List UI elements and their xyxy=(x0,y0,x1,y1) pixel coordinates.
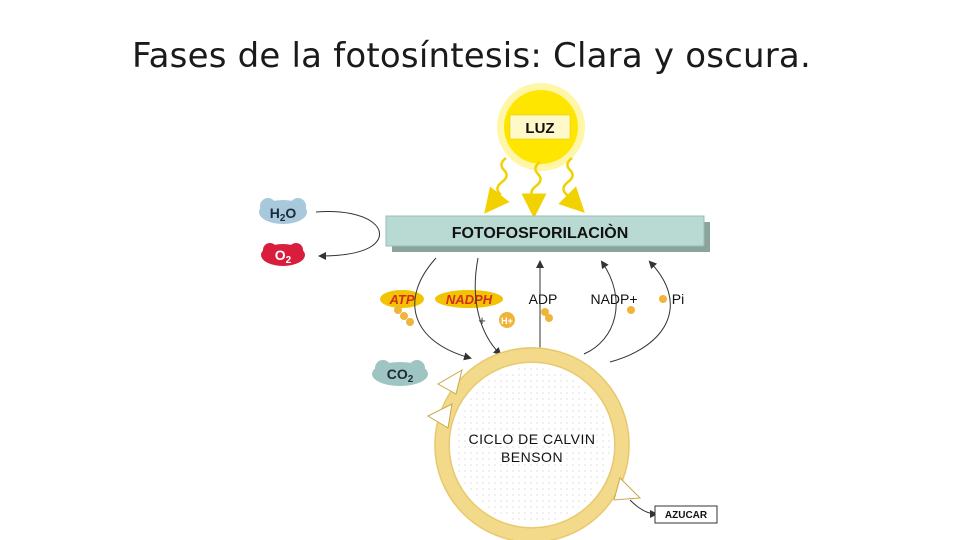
co2-label: CO2 xyxy=(387,366,414,385)
pi-to-box-arrow xyxy=(609,260,671,363)
light-ray-center xyxy=(521,161,547,219)
nadp-to-box-arrow xyxy=(583,260,617,355)
ring-arrowhead-bottom xyxy=(613,477,642,501)
phosphate-dots xyxy=(394,306,635,326)
pi-label: Pi xyxy=(672,291,684,307)
slide-title: Fases de la fotosíntesis: Clara y oscura… xyxy=(132,36,811,76)
light-phase-box: FOTOFOSFORILACIÒN xyxy=(385,215,710,252)
light-ray-right xyxy=(558,157,585,213)
h-plus-molecule: H+ xyxy=(499,312,515,328)
h2o-label: H2O xyxy=(270,205,297,224)
plus-sign: + xyxy=(478,313,486,328)
flow-arrows xyxy=(414,257,671,363)
sugar-box: AZUCAR xyxy=(654,505,718,524)
light-rays xyxy=(484,157,585,219)
co2-molecule: CO2 xyxy=(372,360,428,386)
cycle-label-line2: BENSON xyxy=(501,449,563,465)
water-to-oxygen-arrow xyxy=(315,211,381,260)
calvin-cycle-ring xyxy=(434,347,630,540)
o2-molecule: O2 xyxy=(261,243,305,266)
atp-badge: ATP xyxy=(380,290,424,308)
calvin-cycle-interior xyxy=(454,367,610,523)
o2-label: O2 xyxy=(275,247,292,266)
sun-label-box xyxy=(509,114,571,140)
cycle-label-line1: CICLO DE CALVIN xyxy=(468,431,595,447)
nadph-badge: NADPH xyxy=(435,290,503,308)
sun: LUZ xyxy=(497,83,585,171)
sun-label: LUZ xyxy=(525,120,554,137)
atp-label: ATP xyxy=(388,292,414,307)
ring-arrowhead-left xyxy=(426,403,453,429)
h-plus-label: H+ xyxy=(501,316,513,326)
atp-to-cycle-arrow xyxy=(414,257,472,361)
light-ray-left xyxy=(484,157,510,214)
nadph-to-cycle-arrow xyxy=(474,257,502,356)
ring-arrowhead-top xyxy=(436,368,463,395)
nadp-label: NADP+ xyxy=(590,291,637,307)
cycle-to-sugar-arrow xyxy=(629,499,658,518)
nadph-label: NADPH xyxy=(446,292,493,307)
light-phase-box-fill xyxy=(385,215,705,247)
light-phase-label: FOTOFOSFORILACIÒN xyxy=(452,223,629,242)
sugar-label: AZUCAR xyxy=(665,510,708,521)
pi-molecule xyxy=(659,295,667,303)
h2o-molecule: H2O xyxy=(259,198,307,224)
calvin-cycle: CICLO DE CALVIN BENSON xyxy=(426,347,642,540)
adp-label: ADP xyxy=(529,291,558,307)
